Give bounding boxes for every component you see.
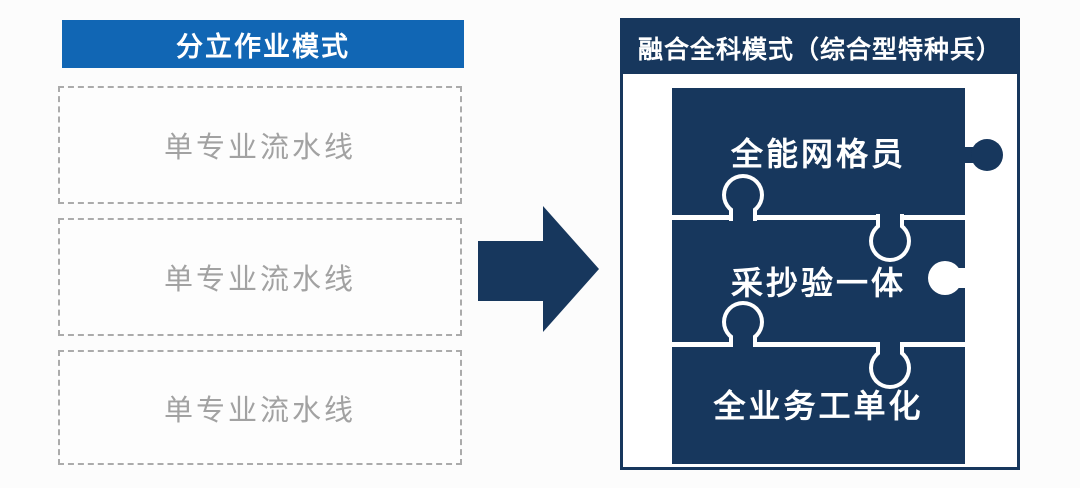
- right-panel-header: 融合全科模式（综合型特种兵）: [623, 21, 1017, 74]
- puzzle-piece-bottom: [672, 347, 965, 464]
- pipeline-box: 单专业流水线: [58, 218, 462, 336]
- left-panel-header: 分立作业模式: [62, 20, 464, 68]
- puzzle-piece-middle: [672, 220, 965, 342]
- puzzle-piece-top: [672, 88, 965, 215]
- pipeline-box: 单专业流水线: [58, 86, 462, 204]
- pipeline-box: 单专业流水线: [58, 350, 462, 465]
- right-arrow-icon: [478, 206, 599, 332]
- puzzle-graphic: [672, 88, 1003, 464]
